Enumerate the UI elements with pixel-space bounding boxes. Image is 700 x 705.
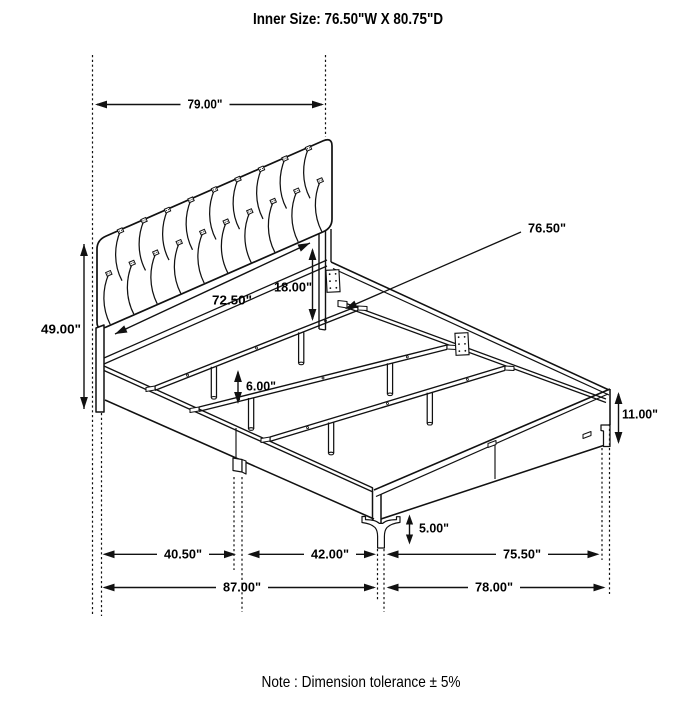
- svg-text:49.00": 49.00": [41, 322, 81, 337]
- svg-text:6.00": 6.00": [246, 379, 276, 394]
- svg-text:11.00": 11.00": [622, 407, 658, 422]
- svg-text:40.50": 40.50": [164, 547, 202, 562]
- svg-text:5.00": 5.00": [419, 521, 449, 536]
- svg-text:76.50": 76.50": [528, 221, 566, 236]
- svg-text:78.00": 78.00": [475, 580, 513, 595]
- svg-text:87.00": 87.00": [223, 580, 261, 595]
- svg-text:Inner Size: 76.50"W X 80.75"D: Inner Size: 76.50"W X 80.75"D: [253, 11, 443, 28]
- svg-text:42.00": 42.00": [311, 547, 349, 562]
- svg-text:Note : Dimension tolerance ±: Note : Dimension tolerance ± 5%: [262, 674, 461, 691]
- svg-text:18.00": 18.00": [274, 280, 312, 295]
- svg-text:75.50": 75.50": [503, 547, 541, 562]
- svg-text:72.50": 72.50": [212, 293, 252, 308]
- svg-text:79.00": 79.00": [188, 97, 223, 112]
